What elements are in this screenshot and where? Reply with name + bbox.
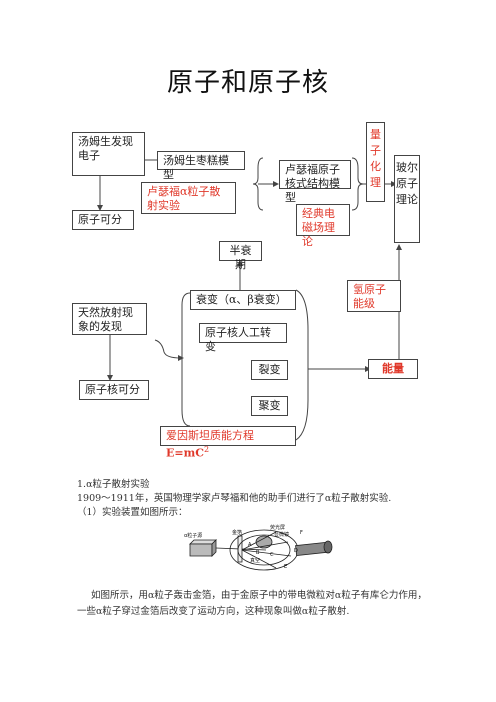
apparatus-label-vacuum: 真空	[250, 557, 260, 564]
node-fusion: 聚变	[251, 396, 288, 416]
node-decay: 衰变（α、β衰变）	[190, 290, 296, 310]
node-natural-radioactivity: 天然放射现象的发现	[72, 303, 147, 335]
node-bohr-theory: 玻尔原子理论	[394, 155, 420, 243]
section-heading: 1.α粒子散射实验	[77, 479, 150, 490]
node-rutherford-model: 卢瑟福原子核式结构模型	[279, 160, 351, 204]
einstein-formula: E=mC	[166, 446, 204, 460]
node-atom-divisible: 原子可分	[72, 210, 134, 230]
node-thomson-electron: 汤姆生发现电子	[72, 132, 145, 176]
einstein-superscript: 2	[204, 445, 210, 454]
apparatus-label-b: B	[256, 550, 260, 556]
paragraph-line-1: 1909～1911年，英国物理学家卢琴福和他的助手们进行了α粒子散射实验.	[77, 493, 392, 504]
alpha-scattering-apparatus: α粒子源 金箔 荧光屏 显微镜 真空 F D E C B A	[184, 524, 333, 571]
apparatus-label-f: F	[300, 530, 303, 536]
apparatus-label-source: α粒子源	[184, 532, 202, 539]
node-quantization: 量子化理	[366, 122, 385, 202]
node-einstein: 爱因斯坦质能方程 E=mC2	[160, 426, 296, 460]
node-hydrogen-levels: 氢原子能级	[347, 280, 401, 312]
apparatus-label-a: A	[248, 542, 252, 548]
page-title: 原子和原子核	[166, 68, 329, 98]
paragraph-scatter-2: 一些α粒子穿过金箔后改变了运动方向，这种现象叫做α粒子散射.	[77, 606, 350, 617]
node-classical-em: 经典电磁场理论	[296, 204, 350, 248]
apparatus-label-c: C	[270, 552, 274, 558]
apparatus-label-microscope: 显微镜	[274, 531, 289, 538]
node-energy: 能量	[368, 359, 418, 379]
node-plum-model: 汤姆生枣糕模型	[157, 151, 245, 181]
node-artificial-transmutation: 原子核人工转变	[199, 323, 287, 353]
apparatus-label-e: E	[284, 564, 287, 570]
paragraph-scatter-1: 如图所示，用α粒子轰击金箔，由于金原子中的带电微粒对α粒子有库仑力作用，	[91, 590, 427, 601]
apparatus-label-d: D	[294, 548, 298, 554]
paragraph-line-2: （1）实验装置如图所示：	[77, 507, 188, 518]
node-fission: 裂变	[251, 360, 288, 380]
node-half-life: 半衰期	[219, 241, 262, 271]
node-nucleus-divisible: 原子核可分	[79, 380, 149, 400]
apparatus-label-screen: 荧光屏	[270, 524, 285, 531]
node-alpha-scatter: 卢瑟福α粒子散射实验	[141, 182, 236, 214]
einstein-prefix: 爱因斯坦质能方程	[166, 429, 254, 442]
apparatus-label-foil: 金箔	[232, 529, 242, 536]
